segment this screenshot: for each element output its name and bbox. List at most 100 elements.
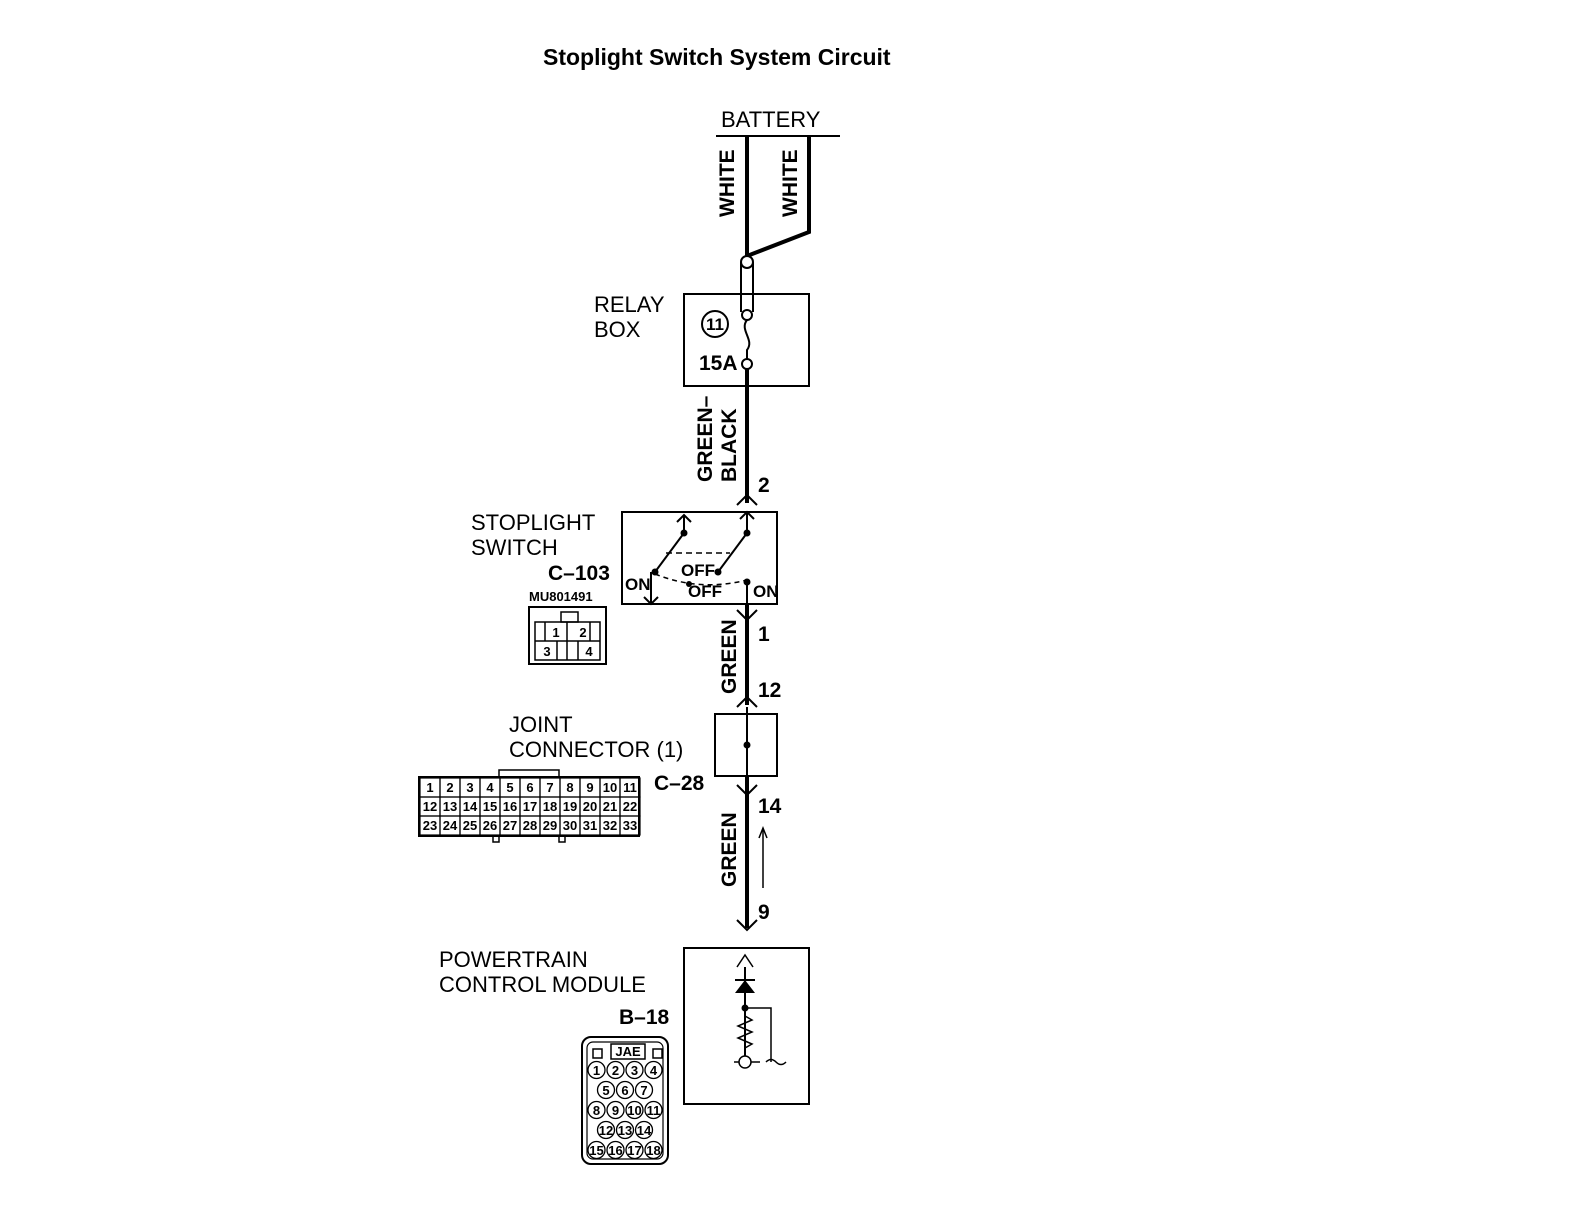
switch-state-off-lower: OFF (688, 582, 722, 601)
joint-cavity-21: 21 (603, 799, 617, 814)
green-black-label-1: GREEN– (694, 395, 717, 482)
joint-cavity-11: 11 (623, 780, 637, 795)
pcm-cavity-18: 18 (646, 1143, 660, 1158)
joint-cavity-2: 2 (446, 780, 453, 795)
pcm-cavity-1: 1 (593, 1063, 600, 1078)
joint-cavity-29: 29 (543, 818, 557, 833)
pcm-cavity-8: 8 (593, 1103, 600, 1118)
joint-cavity-17: 17 (523, 799, 537, 814)
white-wire-left-label: WHITE (716, 149, 739, 217)
switch-cavity-1: 1 (552, 625, 559, 640)
pcm-cavity-circle (596, 1080, 616, 1100)
pcm-cavity-9: 9 (612, 1103, 619, 1118)
fuse-element-icon (743, 319, 751, 359)
pcm-cavity-circle (634, 1120, 654, 1140)
pcm-cavity-14: 14 (637, 1123, 652, 1138)
joint-splice-dot (743, 741, 751, 749)
relay-box-label-1: RELAY (594, 292, 665, 317)
joint-cavity-13: 13 (443, 799, 457, 814)
joint-cavity-33: 33 (623, 818, 637, 833)
joint-cavity-9: 9 (586, 780, 593, 795)
pcm-cavity-3: 3 (631, 1063, 638, 1078)
switch-pin-2: 2 (758, 474, 770, 497)
connector-arrow-pin2 (736, 493, 758, 506)
joint-cavity-32: 32 (603, 818, 617, 833)
stoplight-switch-label-2: SWITCH (471, 535, 558, 560)
green-black-label-2: BLACK (718, 409, 741, 483)
joint-cavity-19: 19 (563, 799, 577, 814)
joint-cavity-18: 18 (543, 799, 557, 814)
joint-cavity-30: 30 (563, 818, 577, 833)
joint-cavity-12: 12 (423, 799, 437, 814)
pcm-connector-type: JAE (615, 1044, 641, 1059)
pcm-cavity-circle (644, 1100, 663, 1120)
pcm-cavity-circle (596, 1120, 616, 1140)
fuse-terminal-bottom (741, 358, 753, 370)
pcm-voltage-terminal (738, 1055, 752, 1069)
switch-arrow-left-bottom (643, 596, 659, 606)
pcm-cavity-13: 13 (618, 1123, 632, 1138)
switch-pin-1: 1 (758, 623, 770, 646)
joint-cavity-3: 3 (466, 780, 473, 795)
switch-cavity-3: 3 (543, 644, 550, 659)
diode-icon (735, 980, 755, 993)
pcm-pin-9: 9 (758, 901, 770, 924)
pcm-cavity-circle (587, 1100, 606, 1120)
joint-cavity-23: 23 (423, 818, 437, 833)
pcm-cavity-circle (615, 1120, 635, 1140)
pcm-cavity-17: 17 (627, 1143, 641, 1158)
joint-cavity-20: 20 (583, 799, 597, 814)
switch-cavity-4: 4 (585, 644, 593, 659)
joint-cavity-24: 24 (443, 818, 458, 833)
stoplight-switch-connector: C–103 (548, 562, 610, 585)
joint-cavity-8: 8 (566, 780, 573, 795)
pcm-cavity-circle (634, 1080, 654, 1100)
joint-cavity-27: 27 (503, 818, 517, 833)
pcm-cavity-11: 11 (647, 1103, 661, 1118)
pcm-cavity-circle (606, 1100, 625, 1120)
pcm-connector-id: B–18 (619, 1006, 670, 1029)
fuse-number: 11 (706, 315, 724, 334)
joint-pin-12: 12 (758, 679, 781, 702)
joint-pin-14: 14 (758, 795, 782, 818)
pcm-cavity-4: 4 (650, 1063, 658, 1078)
pcm-cavity-10: 10 (627, 1103, 641, 1118)
white-wire-right (746, 137, 811, 258)
joint-cavity-15: 15 (483, 799, 497, 814)
pcm-signal-icon (765, 1058, 787, 1066)
joint-cavity-cell (619, 815, 641, 836)
joint-cavity-14: 14 (463, 799, 478, 814)
signal-direction-arrowhead (758, 825, 768, 839)
joint-cavity-6: 6 (526, 780, 533, 795)
fuse-rating: 15A (699, 352, 738, 375)
pcm-cavity-circle (625, 1140, 644, 1160)
switch-part-number: MU801491 (529, 589, 593, 604)
switch-state-on-right: ON (753, 582, 779, 601)
pcm-cavity-circle (606, 1140, 625, 1160)
switch-state-off-upper: OFF (681, 561, 715, 580)
green-wire-lower-label: GREEN (718, 812, 741, 887)
pcm-cavity-6: 6 (621, 1083, 628, 1098)
battery-label: BATTERY (721, 107, 821, 132)
relay-box-label-2: BOX (594, 317, 641, 342)
joint-cavity-1: 1 (426, 780, 433, 795)
pcm-cavity-circle (644, 1060, 663, 1080)
resistor-icon (736, 1015, 754, 1049)
pcm-cavity-12: 12 (599, 1123, 613, 1138)
pcm-cavity-circle (587, 1060, 606, 1080)
joint-cavity-28: 28 (523, 818, 537, 833)
pcm-cavity-circle (644, 1140, 663, 1160)
green-wire-upper-label: GREEN (718, 619, 741, 694)
pcm-cavity-16: 16 (608, 1143, 622, 1158)
switch-state-on-left: ON (625, 575, 651, 594)
joint-cavity-16: 16 (503, 799, 517, 814)
switch-blade-right (717, 532, 748, 573)
joint-cavity-22: 22 (623, 799, 637, 814)
switch-contact-off (686, 581, 692, 587)
joint-cavity-7: 7 (546, 780, 553, 795)
joint-cavity-31: 31 (583, 818, 597, 833)
